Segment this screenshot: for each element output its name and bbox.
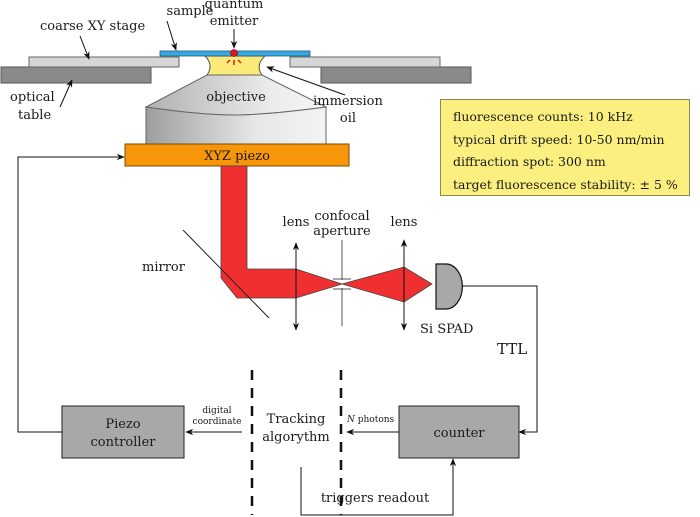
beam-focus-cone [340, 266, 433, 303]
objective-body [145, 106, 327, 145]
lens-left-label: lens [283, 215, 310, 230]
triggers-readout-line [300, 458, 457, 516]
piezo-controller-label-2: controller [91, 435, 157, 450]
immersion-oil [203, 55, 267, 76]
tracking-algorithm-label-1: Tracking [267, 412, 326, 427]
counter-box [398, 405, 520, 459]
optical-table-left [0, 66, 152, 84]
objective-label: objective [206, 90, 266, 105]
spec-fluorescence-stability: target fluorescence stability: ± 5 % [453, 176, 678, 192]
digital-coordinate-label-2: coordinate [193, 417, 242, 427]
ttl-label: TTL [497, 340, 527, 358]
coarse-stage-left [28, 56, 180, 68]
spec-fluorescence-counts: fluorescence counts: 10 kHz [453, 109, 633, 124]
spec-diffraction-spot: diffraction spot: 300 nm [453, 154, 606, 169]
mirror [182, 229, 270, 319]
coarse-stage-right [289, 56, 441, 68]
optical-table-label-2: table [18, 108, 51, 123]
triggers-readout-label: triggers readout [321, 491, 430, 506]
confocal-aperture-label-2: aperture [313, 224, 371, 239]
piezo-feedback-line [17, 153, 125, 433]
confocal-aperture-label-1: confocal [314, 209, 369, 224]
optical-table-pointer [59, 79, 73, 108]
ttl-line [462, 285, 538, 436]
coarse-stage-label: coarse XY stage [40, 19, 146, 34]
immersion-oil-label-1: immersion [313, 94, 383, 109]
immersion-oil-pointer [266, 66, 346, 96]
photons-text: photons [355, 415, 395, 425]
immersion-oil-label-2: oil [340, 111, 356, 126]
confocal-aperture [333, 240, 351, 326]
si-spad-detector [435, 263, 463, 310]
piezo-controller-box [61, 405, 185, 459]
mirror-label: mirror [142, 260, 186, 275]
beam-vertical [220, 165, 344, 299]
sample-label: sample [167, 4, 214, 19]
optical-table-label-1: optical [10, 90, 55, 105]
quantum-emitter-dot [230, 49, 238, 57]
optical-table-right [320, 66, 472, 84]
digital-coordinate-label-1: digital [202, 406, 231, 416]
n-photons-label: N photons [346, 415, 395, 425]
xyz-piezo-label: XYZ piezo [204, 149, 270, 164]
sample-pointer [166, 20, 177, 51]
coarse-stage-pointer [79, 35, 90, 60]
quantum-emitter-label-1: quantum [205, 0, 264, 12]
counter-label: counter [434, 426, 486, 441]
emission-rays [226, 59, 242, 65]
specs-info-box: fluorescence counts: 10 kHz typical drif… [440, 99, 690, 196]
n-symbol: N [346, 415, 356, 425]
si-spad-label: Si SPAD [420, 322, 473, 337]
quantum-emitter-label-2: emitter [210, 14, 259, 29]
lens-right-label: lens [391, 215, 418, 230]
spec-drift-speed: typical drift speed: 10-50 nm/min [453, 131, 665, 147]
tracking-algorithm-label-2: algorythm [262, 430, 330, 445]
piezo-controller-label-1: Piezo [105, 417, 140, 432]
